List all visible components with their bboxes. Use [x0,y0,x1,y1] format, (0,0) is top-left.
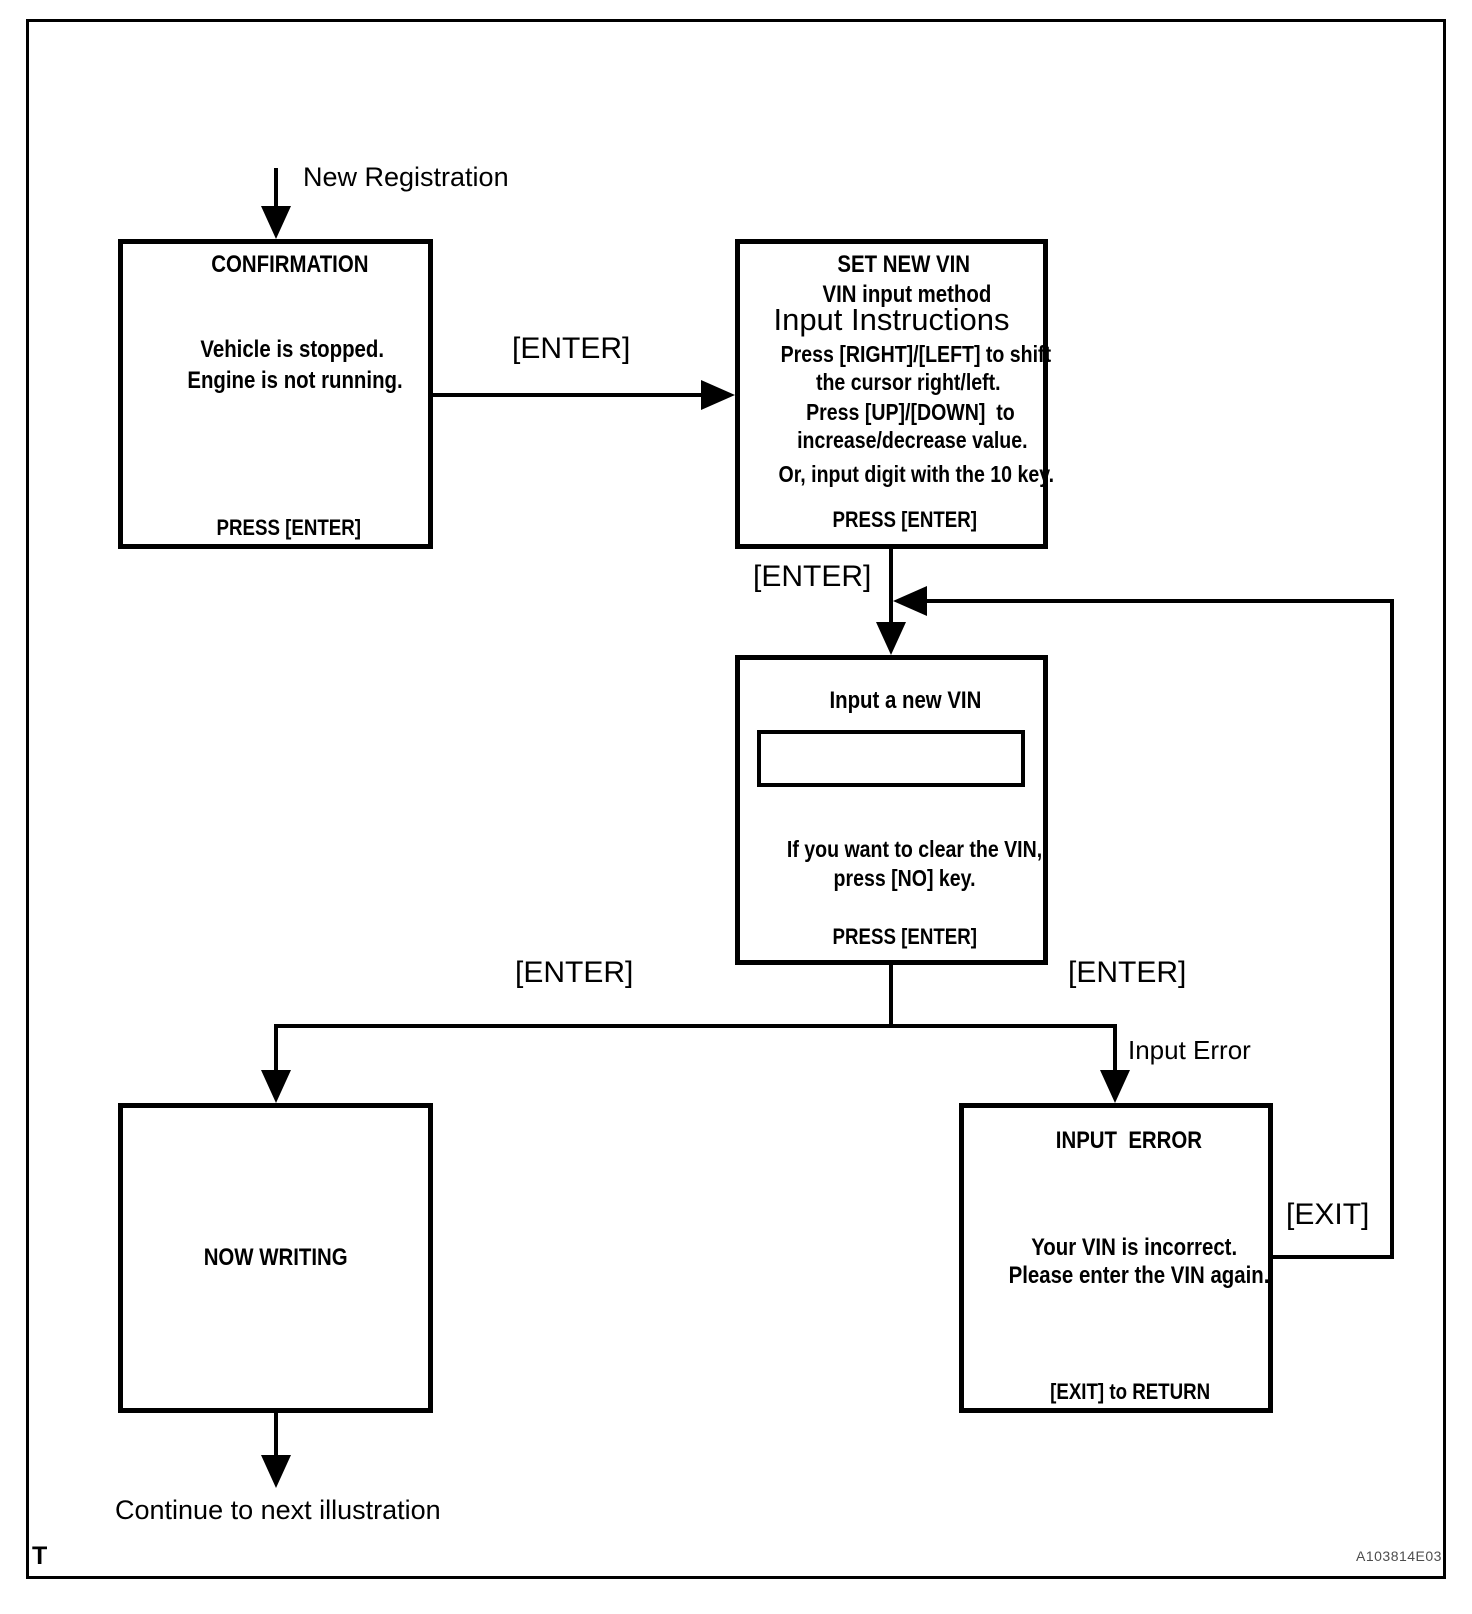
enter-label-4: [ENTER] [1068,956,1187,989]
input-error-edge-label: Input Error [1128,1035,1251,1065]
arrowhead-to-writing-icon [261,1070,291,1103]
confirmation-body-line1: Vehicle is stopped. [199,336,384,363]
footer-left-mark: T [32,1542,48,1570]
arrowhead-confirm-to-vin-icon [701,380,735,410]
confirmation-title: CONFIRMATION [210,251,368,278]
set-new-vin-title: SET NEW VIN [836,251,970,278]
confirmation-box: CONFIRMATION Vehicle is stopped. Engine … [118,239,433,549]
arrowhead-entry-icon [261,206,291,239]
set-new-vin-instr4: increase/decrease value. [796,427,1028,453]
now-writing-box: NOW WRITING [118,1103,433,1413]
set-new-vin-instr1: Press [RIGHT]/[LEFT] to shift [780,341,1051,367]
input-error-body-line2: Please enter the VIN again. [1008,1262,1270,1289]
edge-to-writing-line [274,1024,278,1072]
vin-input-field [757,730,1025,787]
enter-label-1: [ENTER] [512,332,631,365]
arrowhead-to-error-icon [1100,1070,1130,1103]
diagram-border [26,19,1446,1579]
enter-label-3: [ENTER] [515,956,634,989]
input-error-footer: [EXIT] to RETURN [1050,1379,1211,1404]
set-new-vin-footer: PRESS [ENTER] [832,507,977,532]
arrowhead-loop-return-icon [893,586,927,616]
edge-vin-to-input-line [889,549,893,623]
input-new-vin-box: Input a new VIN If you want to clear the… [735,655,1048,965]
edge-confirm-to-vin-line [433,393,703,397]
entry-label: New Registration [303,162,509,192]
set-new-vin-subtitle: VIN input method [821,281,991,308]
input-error-box: INPUT ERROR Your VIN is incorrect. Pleas… [959,1103,1273,1413]
arrowhead-continue-icon [261,1455,291,1488]
loop-return-bottom-line [1273,1255,1394,1259]
set-new-vin-instr2: the cursor right/left. [815,369,1001,395]
input-new-vin-footer: PRESS [ENTER] [832,924,977,949]
confirmation-footer: PRESS [ENTER] [216,515,361,540]
input-error-title: INPUT ERROR [1055,1127,1203,1154]
set-new-vin-instr5: Or, input digit with the 10 key. [778,461,1054,487]
confirmation-body-line2: Engine is not running. [186,367,403,394]
edge-continue-line [274,1413,278,1457]
loop-return-vertical-line [1390,599,1394,1259]
continue-label: Continue to next illustration [115,1495,441,1525]
exit-label: [EXIT] [1286,1198,1370,1231]
set-new-vin-box: SET NEW VIN VIN input method Input Instr… [735,239,1054,549]
edge-entry-line [274,168,278,210]
input-error-body-line1: Your VIN is incorrect. [1031,1234,1238,1261]
loop-return-top-line [921,599,1392,603]
edge-input-down-stub-line [889,965,893,1028]
enter-label-2: [ENTER] [753,560,872,593]
arrowhead-vin-to-input-icon [876,622,906,655]
edge-to-error-line [1113,1024,1117,1072]
set-new-vin-heading: Input Instructions [773,302,1010,337]
input-new-vin-note2: press [NO] key. [833,865,976,891]
now-writing-title: NOW WRITING [203,1244,348,1271]
edge-split-horizontal-line [274,1024,1117,1028]
set-new-vin-instr3: Press [UP]/[DOWN] to [805,399,1015,425]
footer-figure-code: A103814E03 [1356,1548,1442,1564]
input-new-vin-title: Input a new VIN [828,687,981,714]
input-new-vin-note1: If you want to clear the VIN, [786,836,1042,862]
